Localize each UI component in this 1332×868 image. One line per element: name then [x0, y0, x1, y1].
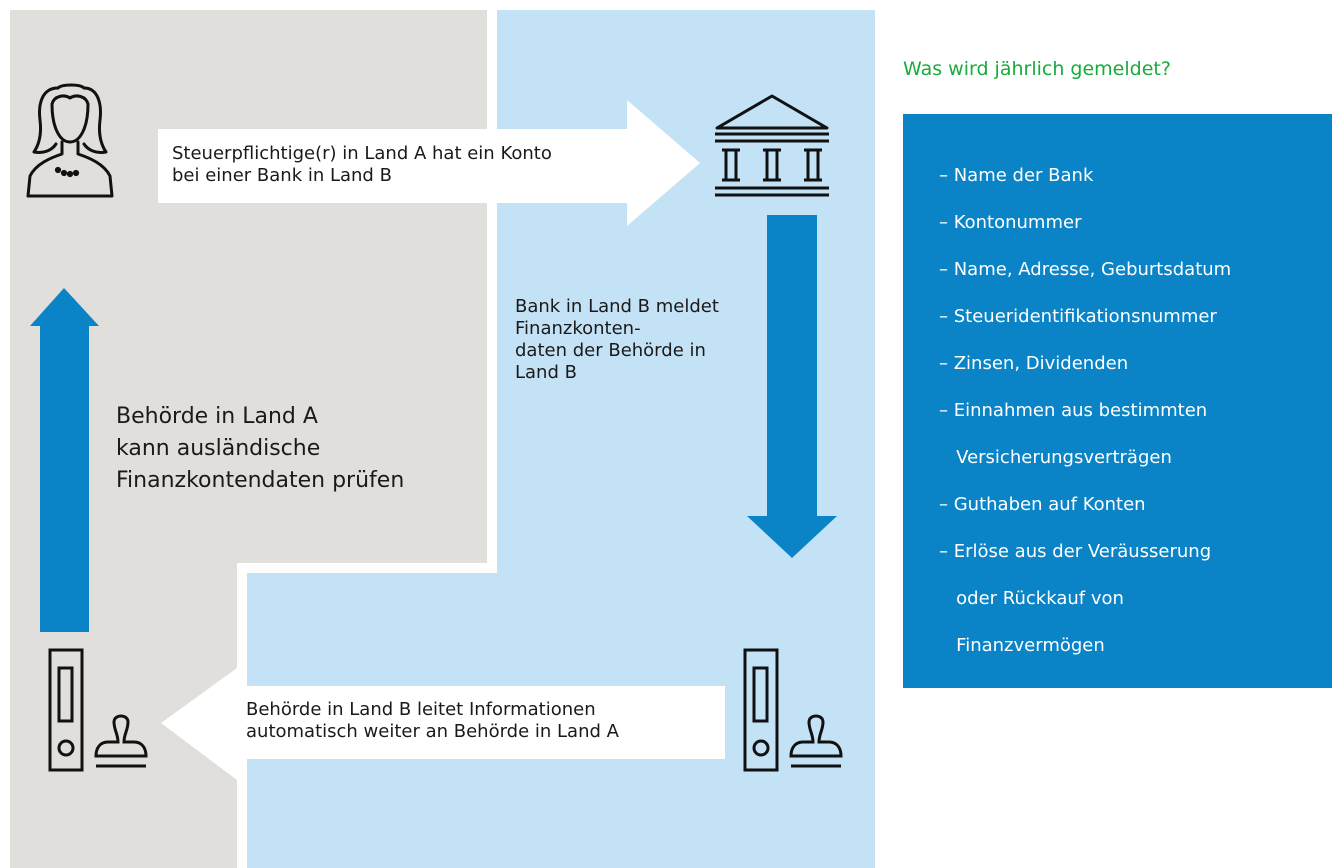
account-text: Steuerpflichtige(r) in Land A hat ein Ko…: [172, 143, 552, 187]
exchange-text: Behörde in Land B leitet Informationen a…: [246, 699, 619, 743]
authority-a-line-3: Finanzkontendaten prüfen: [116, 467, 405, 493]
bank-report-line-2: Finanzkonten-: [515, 317, 641, 339]
account-text-line-1: Steuerpflichtige(r) in Land A hat ein Ko…: [172, 143, 552, 164]
list-item: – Name, Adresse, Geburtsdatum: [939, 259, 1232, 280]
reported-data-list: – Name der Bank – Kontonummer – Name, Ad…: [939, 152, 1332, 669]
exchange-text-line-1: Behörde in Land B leitet Informationen: [246, 699, 596, 720]
person-icon: [26, 83, 114, 198]
list-item: – Einnahmen aus bestimmten: [939, 400, 1208, 421]
authority-a-text: Behörde in Land A kann ausländische Fina…: [116, 401, 404, 497]
list-item: – Zinsen, Dividenden: [939, 353, 1129, 374]
list-item: – Kontonummer: [939, 212, 1082, 233]
authority-a-line-1: Behörde in Land A: [116, 404, 318, 429]
list-item: – Guthaben auf Konten: [939, 494, 1146, 515]
bank-icon: [715, 94, 829, 197]
exchange-text-line-2: automatisch weiter an Behörde in Land A: [246, 720, 619, 742]
list-item: – Name der Bank: [939, 165, 1094, 186]
list-item: – Erlöse aus der Veräusserung: [939, 541, 1212, 562]
arrow-authority-b-to-a: [161, 668, 725, 780]
arrow-bank-to-authority-b: [747, 215, 837, 558]
binder-stamp-icon-left: [48, 648, 148, 772]
list-item: oder Rückkauf von: [939, 588, 1124, 609]
reported-data-title: Was wird jährlich gemeldet?: [903, 58, 1171, 80]
authority-a-line-2: kann ausländische: [116, 435, 321, 461]
arrow-authority-a-check: [30, 288, 99, 632]
bank-report-line-4: Land B: [515, 361, 577, 383]
binder-stamp-icon-right: [743, 648, 843, 772]
flow-diagram: [10, 10, 875, 868]
bank-report-line-1: Bank in Land B meldet: [515, 296, 719, 317]
bank-report-line-3: daten der Behörde in: [515, 339, 706, 361]
arrow-account-to-bank: [158, 100, 700, 226]
list-item: – Steueridentifikationsnummer: [939, 306, 1217, 327]
list-item: Versicherungsverträgen: [939, 447, 1172, 468]
account-text-line-2: bei einer Bank in Land B: [172, 164, 392, 186]
bank-report-text: Bank in Land B meldet Finanzkonten- date…: [515, 296, 719, 384]
list-item: Finanzvermögen: [939, 635, 1105, 656]
reported-data-box: – Name der Bank – Kontonummer – Name, Ad…: [903, 114, 1332, 688]
